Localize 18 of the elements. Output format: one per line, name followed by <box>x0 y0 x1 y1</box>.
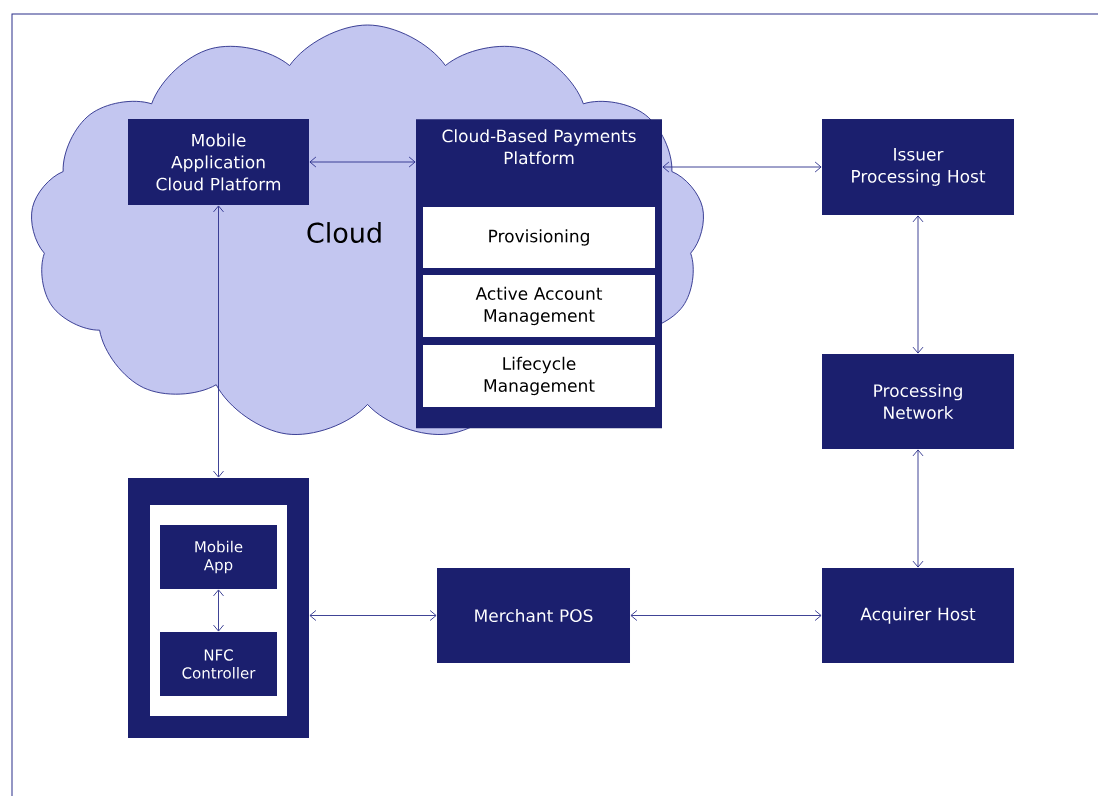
process-box: Merchant POS <box>437 568 630 663</box>
process-box: Acquirer Host <box>822 568 1014 663</box>
arrow <box>213 589 224 632</box>
process-box: Processing Network <box>822 354 1014 449</box>
process-box: Mobile Application Cloud Platform <box>128 119 309 205</box>
component-box: Mobile App <box>160 525 277 589</box>
arrow <box>309 156 416 168</box>
component-box: NFC Controller <box>160 632 277 696</box>
arrow <box>309 610 437 621</box>
module-box: Active Account Management <box>423 275 655 337</box>
module-box: Provisioning <box>423 207 655 268</box>
arrow <box>912 215 924 354</box>
arrow <box>213 205 224 478</box>
module-box: Lifecycle Management <box>423 345 655 407</box>
arrow <box>912 449 924 568</box>
arrow <box>662 161 822 173</box>
arrow <box>630 610 822 621</box>
process-box: Issuer Processing Host <box>822 119 1014 215</box>
